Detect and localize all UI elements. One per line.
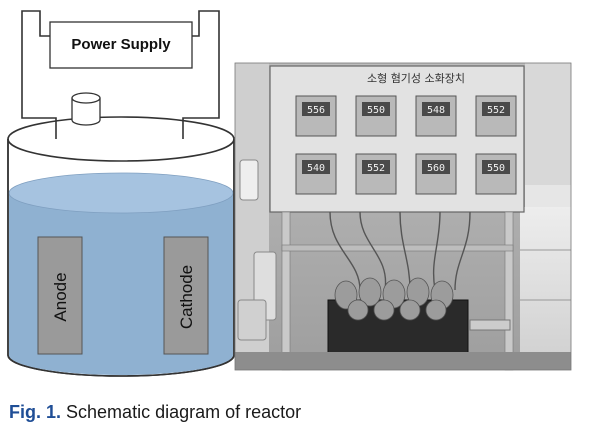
controller-reading: 556 bbox=[307, 105, 325, 116]
figure-caption: Fig. 1. Schematic diagram of reactor bbox=[9, 402, 301, 423]
controller-reading: 552 bbox=[487, 105, 505, 116]
controller-reading: 560 bbox=[427, 163, 445, 174]
controller-display bbox=[302, 102, 330, 116]
power-supply-label: Power Supply bbox=[71, 36, 171, 53]
caption-text: Schematic diagram of reactor bbox=[66, 402, 302, 422]
controller-display bbox=[482, 160, 510, 174]
controller-reading: 540 bbox=[307, 163, 325, 174]
controller-reading: 550 bbox=[487, 163, 505, 174]
controller-reading: 550 bbox=[367, 105, 385, 116]
controller-display bbox=[302, 160, 330, 174]
controller-reading: 548 bbox=[427, 105, 445, 116]
water-surface bbox=[8, 172, 234, 214]
cathode-label: Cathode bbox=[177, 265, 196, 329]
controller-display bbox=[422, 160, 450, 174]
cathode-electrode bbox=[163, 236, 209, 355]
reactor-schematic: Power Supply Anode Cathode bbox=[7, 10, 235, 377]
panel-title: 소형 혐기성 소화장치 bbox=[367, 72, 465, 85]
figure-number: Fig. 1. bbox=[9, 402, 62, 422]
cathode-wire bbox=[182, 10, 220, 238]
gas-port bbox=[71, 98, 101, 126]
controller-display bbox=[362, 160, 390, 174]
controller-grid: 556 550 548 552 540 552 560 550 bbox=[295, 95, 517, 195]
anode-electrode bbox=[37, 236, 83, 355]
controller-reading: 552 bbox=[367, 163, 385, 174]
controller-display bbox=[362, 102, 390, 116]
reactor-photo: 소형 혐기성 소화장치 556 550 548 552 540 552 560 550 bbox=[234, 62, 572, 371]
anode-label: Anode bbox=[51, 272, 70, 321]
controller-display bbox=[422, 102, 450, 116]
power-supply-box bbox=[49, 21, 193, 69]
controller-display bbox=[482, 102, 510, 116]
anode-wire bbox=[21, 10, 57, 238]
